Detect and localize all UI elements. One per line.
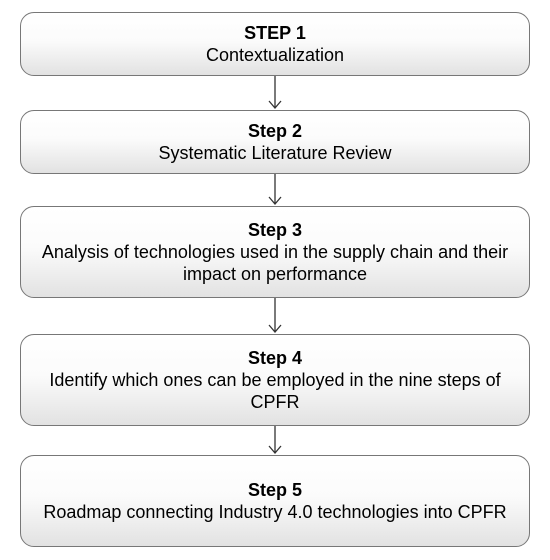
- arrow-down-icon: [268, 426, 282, 454]
- step-1-box: STEP 1 Contextualization: [20, 12, 530, 76]
- step-2-title: Step 2: [247, 121, 303, 141]
- step-4-box: Step 4 Identify which ones can be employ…: [20, 334, 530, 426]
- step-2-box: Step 2 Systematic Literature Review: [20, 110, 530, 174]
- arrow-down-icon: [268, 298, 282, 333]
- step-2-description: Systematic Literature Review: [158, 143, 392, 163]
- step-4-description: Identify which ones can be employed in t…: [49, 370, 501, 412]
- step-5-title: Step 5: [247, 480, 303, 500]
- step-5-box: Step 5 Roadmap connecting Industry 4.0 t…: [20, 455, 530, 547]
- step-1-title: STEP 1: [244, 23, 306, 43]
- step-1-description: Contextualization: [205, 45, 345, 65]
- step-3-description: Analysis of technologies used in the sup…: [41, 242, 509, 284]
- step-3-box: Step 3 Analysis of technologies used in …: [20, 206, 530, 298]
- arrow-down-icon: [268, 174, 282, 205]
- arrow-down-icon: [268, 76, 282, 109]
- step-3-title: Step 3: [247, 220, 303, 240]
- step-4-title: Step 4: [247, 348, 303, 368]
- step-5-description: Roadmap connecting Industry 4.0 technolo…: [43, 502, 507, 522]
